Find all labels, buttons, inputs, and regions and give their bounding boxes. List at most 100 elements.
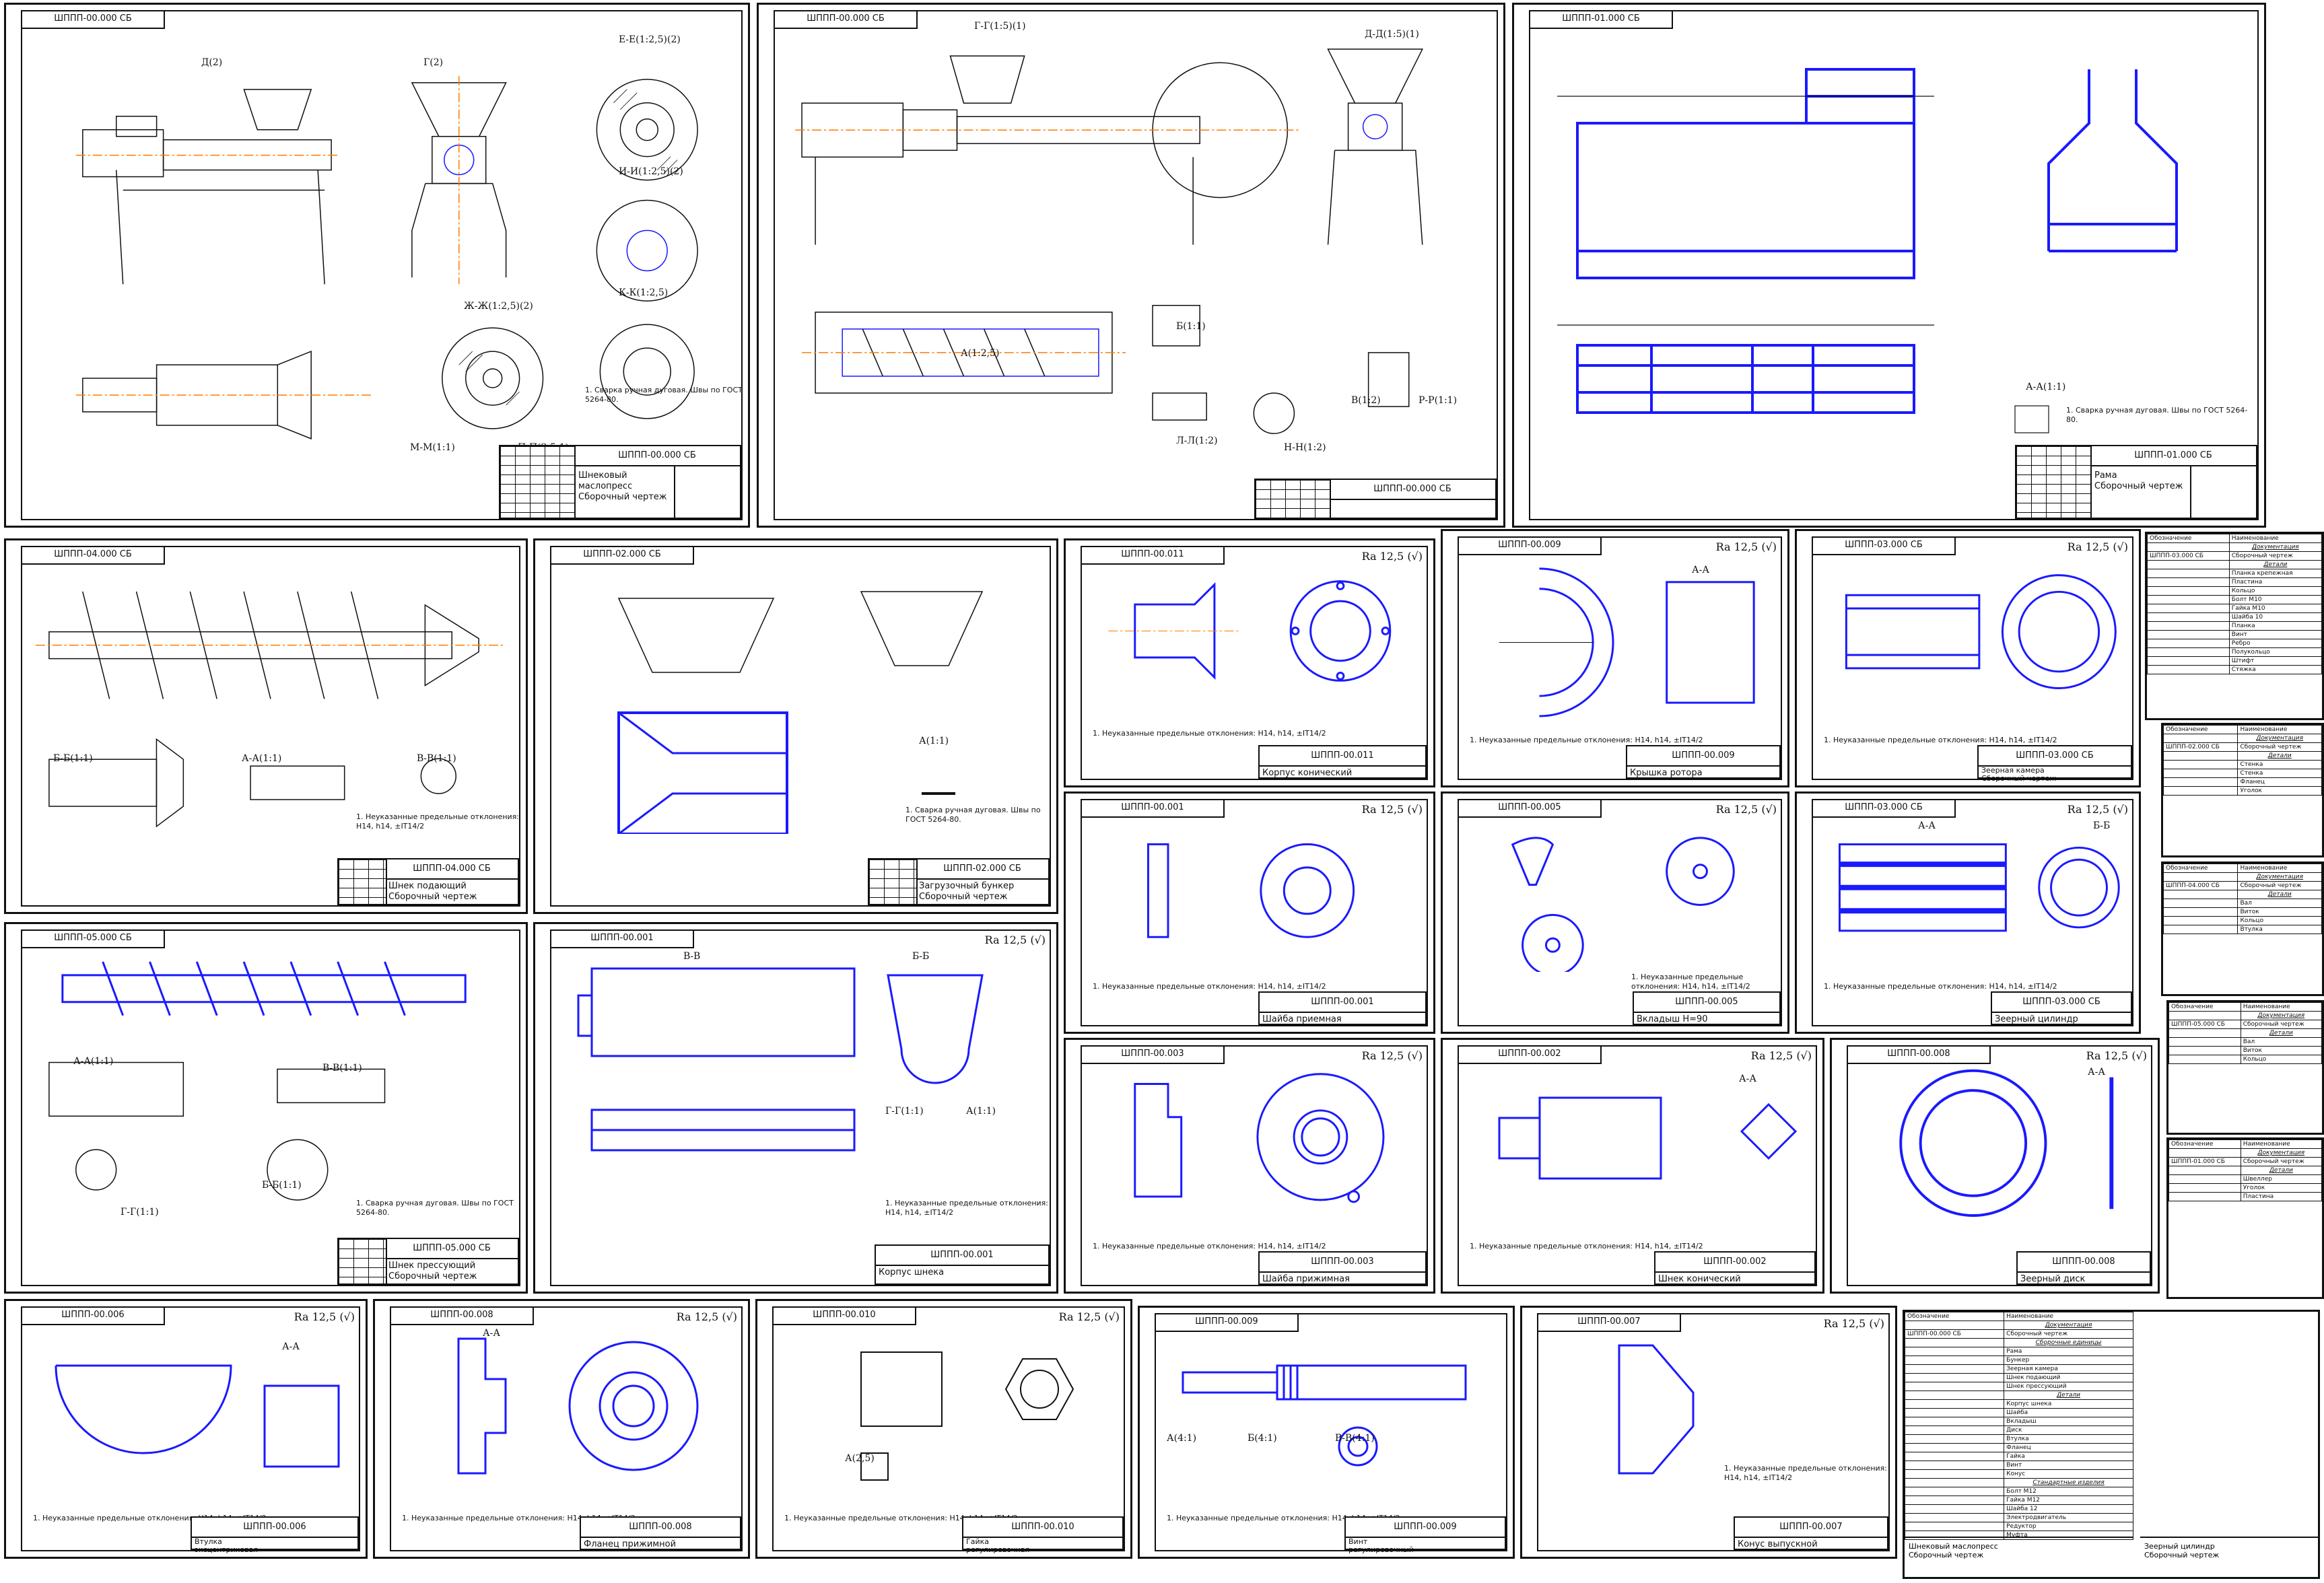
spec-row: Вкладыш [2004,1417,2133,1426]
title-block-code: ШППП-00.000 СБ [1330,480,1495,500]
title-block: ШППП-04.000 СБ Шнек подающий Сборочный ч… [337,858,519,905]
view-label: А-А [1918,820,1936,831]
sheet-conical-housing[interactable]: ШППП-00.011 Ra 12,5 (√) 1. Неуказанные п… [1064,538,1435,787]
spec-row: Кольцо [2237,916,2322,925]
roughness-mark: Ra 12,5 (√) [1361,550,1423,563]
sheet-code: ШППП-01.000 СБ [1530,10,1673,29]
spec-header: Наименование [2237,864,2322,873]
view-label: А(1:2,5) [961,348,1000,359]
view-label: Б(4:1) [1248,1433,1277,1444]
spec-title-block: Зеерный цилиндр Сборочный чертеж [2140,1537,2318,1577]
sheet-hopper[interactable]: ШППП-02.000 СБ А(1:1) 1. Сварка ручная д… [533,538,1058,914]
sheet-eccentric-bushing[interactable]: ШППП-00.006 Ra 12,5 (√) А-А 1. Неуказанн… [4,1299,368,1559]
spec-row: Гайка М12 [2004,1496,2133,1505]
screw-drawing [1182,1364,1467,1467]
sheet-oil-press-assembly[interactable]: ШППП-00.000 СБ [4,3,750,528]
sheet-notes: 1. Неуказанные предельные отклонения: Н1… [1093,729,1326,738]
view-label: А-А [2088,1067,2105,1078]
spec-row: Стяжка [2228,665,2322,674]
view-label: Б(1:1) [1176,321,1206,332]
spec-row: Швеллер [2240,1174,2322,1184]
cone-drawing [1618,1344,1695,1475]
sheet-frame [390,1306,743,1551]
press-screw-drawing [48,961,467,1201]
sheet-rotor-cover[interactable]: ШППП-00.009 Ra 12,5 (√) А-А 1. Неуказанн… [1441,529,1789,787]
sheet-code: ШППП-00.006 [22,1306,165,1325]
sheet-clamp-washer[interactable]: ШППП-00.003 Ra 12,5 (√) 1. Неуказанные п… [1064,1038,1435,1294]
sheet-notes: 1. Неуказанные предельные отклонения: Н1… [1724,1464,1887,1482]
sheet-screen-disk[interactable]: ШППП-00.008 Ra 12,5 (√) А-А ШППП-00.008 … [1830,1038,2160,1294]
spec-row: Сборочный чертеж [2004,1329,2133,1339]
washer-drawing [1147,843,1355,938]
sheet-receiving-washer[interactable]: ШППП-00.001 Ra 12,5 (√) 1. Неуказанные п… [1064,792,1435,1034]
spec-row: Зеерная камера [2004,1364,2133,1374]
sheet-frame [1155,1313,1507,1551]
title-block-code: ШППП-00.009 [1627,746,1779,767]
spec-row: Уголок [2237,786,2322,796]
title-block-name: Загрузочный бункер Сборочный чертеж [919,881,1015,902]
sheet-clamp-flange[interactable]: ШППП-00.008 Ra 12,5 (√) А-А 1. Неуказанн… [373,1299,750,1559]
title-block-code: ШППП-00.001 [1260,993,1425,1013]
roughness-mark: Ra 12,5 (√) [294,1310,355,1323]
spec-row: Сборочный чертеж [2237,881,2322,890]
sheet-insert[interactable]: ШППП-00.005 Ra 12,5 (√) 1. Неуказанные п… [1441,792,1789,1034]
view-label: Л-Л(1:2) [1176,435,1218,446]
sheet-conical-screw[interactable]: ШППП-00.002 Ra 12,5 (√) А-А 1. Неуказанн… [1441,1038,1824,1294]
sheet-adjusting-nut[interactable]: ШППП-00.010 Ra 12,5 (√) А(2,5) 1. Неуказ… [755,1299,1132,1559]
title-block-code: ШППП-05.000 СБ [386,1239,518,1259]
sheet-frame [1081,1045,1428,1286]
clamp-washer-drawing [1134,1073,1385,1203]
view-label: В-В(1:1) [417,753,456,764]
sheet-outlet-cone[interactable]: ШППП-00.007 Ra 12,5 (√) 1. Неуказанные п… [1520,1306,1897,1559]
sheet-notes: 1. Неуказанные предельные отклонения: Н1… [402,1514,636,1522]
sheet-screen-cylinder[interactable]: ШППП-03.000 СБ Ra 12,5 (√) А-А Б-Б 1. Не… [1795,792,2141,1034]
view-label: Е-Е(1:2,5)(2) [619,34,681,45]
title-block: ШППП-01.000 СБ Рама Сборочный чертеж [2015,445,2257,519]
title-block-org [2191,465,2256,518]
title-block-code: ШППП-00.000 СБ [574,446,740,466]
spec-header: Обозначение [2163,864,2238,873]
sheet-frame-assembly[interactable]: ШППП-01.000 СБ А-А(1:1) 1. Сварка ручная… [1512,3,2266,528]
title-block-name: Крышка ротора [1630,768,1703,778]
view-label: В(1:2) [1351,395,1381,406]
sheet-screw-housing[interactable]: ШППП-00.001 Ra 12,5 (√) В-В Б-Б Г-Г(1:1)… [533,922,1058,1294]
sheet-oil-press-sections[interactable]: ШППП-00.000 СБ Г-Г(1:5)(1) Д-Д(1:5)(1) А… [757,3,1505,528]
spec-row: Шнек подающий [2004,1373,2133,1382]
spec-row: Конус [2004,1469,2133,1479]
title-block-code: ШППП-01.000 СБ [2090,446,2256,466]
sheet-press-screw[interactable]: ШППП-05.000 СБ А-А(1:1) В-В(1:1) Г-Г(1:1… [4,922,528,1294]
sheet-notes: 1. Неуказанные предельные отклонения: Н1… [1470,736,1703,744]
roughness-mark: Ra 12,5 (√) [1823,1317,1884,1330]
spec-row: Болт М10 [2228,595,2322,604]
title-block-code: ШППП-00.008 [581,1518,740,1538]
sheet-adjusting-screw[interactable]: ШППП-00.009 А(4:1) Б(4:1) В-В(4:1) 1. Не… [1138,1306,1515,1559]
title-block-name: Шнек подающий Сборочный чертеж [388,881,477,902]
roughness-mark: Ra 12,5 (√) [1750,1049,1812,1062]
roughness-mark: Ra 12,5 (√) [1058,1310,1120,1323]
view-label: Г-Г(1:1) [121,1207,159,1218]
view-label: В-В [683,951,701,962]
roughness-mark: Ra 12,5 (√) [1361,803,1423,816]
screw-housing-drawing [577,967,984,1152]
view-label: А-А [282,1341,300,1352]
title-block-code: ШППП-00.009 [1346,1518,1505,1538]
feed-screw-drawing [35,591,506,828]
sheet-feed-screw[interactable]: ШППП-04.000 СБ Б-Б(1:1) А-А(1:1) В-В(1:1… [4,538,528,914]
title-block-code: ШППП-00.003 [1260,1253,1425,1273]
roughness-mark: Ra 12,5 (√) [2086,1049,2147,1062]
title-block: ШППП-00.009 Винт регулировочный [1344,1516,1506,1554]
sheet-notes: 1. Неуказанные предельные отклонения: Н1… [356,812,519,831]
sheet-notes: 1. Неуказанные предельные отклонения: Н1… [885,1199,1048,1217]
sheet-press-chamber[interactable]: ШППП-03.000 СБ Ra 12,5 (√) 1. Неуказанны… [1795,529,2141,787]
spec-header: Обозначение [1905,1312,2005,1321]
title-block-name: Винт регулировочный [1348,1537,1414,1554]
